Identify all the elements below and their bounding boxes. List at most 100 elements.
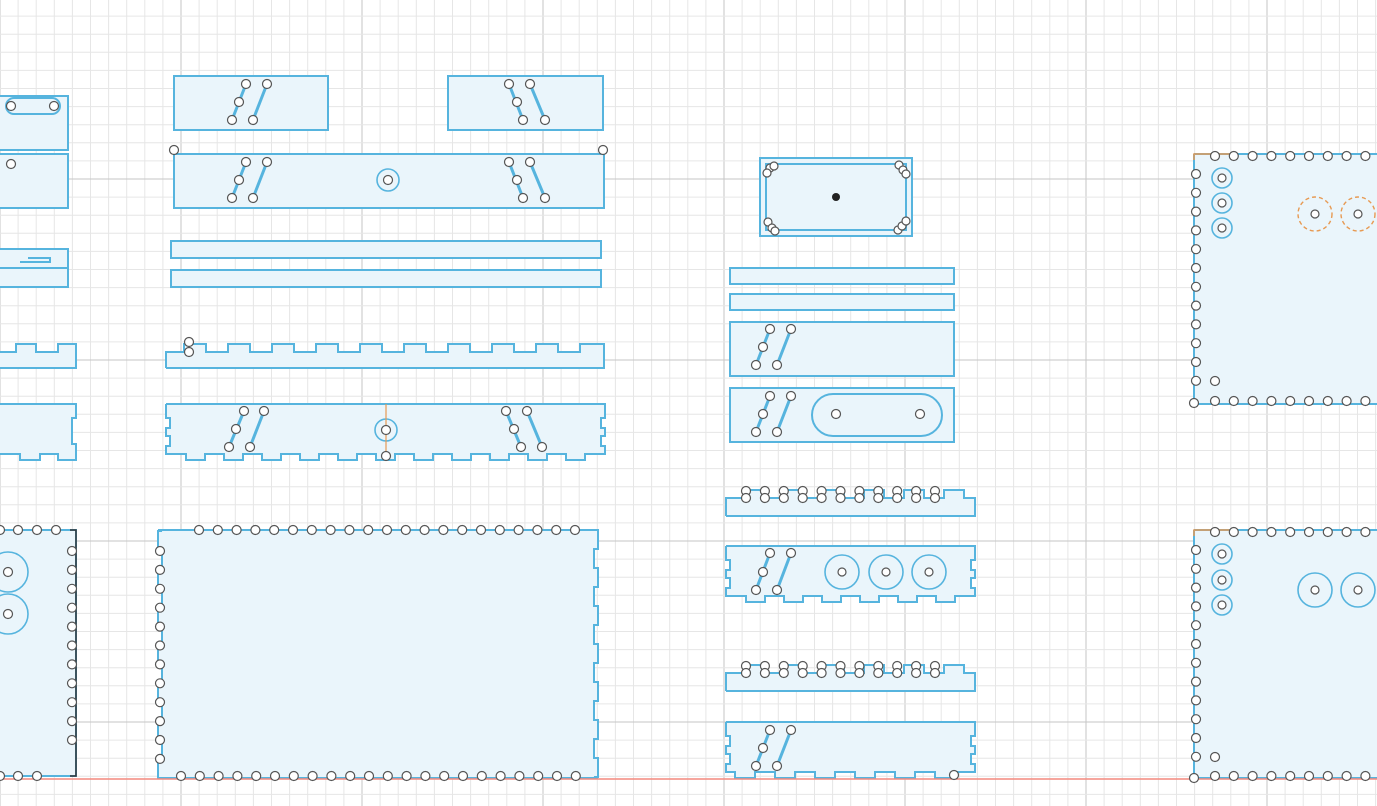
- slot-line-icon: [248, 409, 266, 449]
- circle-point-icon: [873, 492, 884, 504]
- circle-point-icon: [1217, 173, 1227, 183]
- circle-point-icon: [66, 678, 78, 689]
- circle-point-icon: [1188, 772, 1200, 784]
- circle-point-icon: [1190, 582, 1202, 593]
- circle-point-icon: [66, 715, 78, 727]
- circle-point-icon: [881, 567, 891, 577]
- slot-line-icon: [775, 394, 793, 434]
- circle-point-icon: [1190, 638, 1202, 650]
- circle-point-icon: [175, 770, 187, 782]
- part-top-small-left[interactable]: [173, 75, 329, 131]
- part-far-right-upper[interactable]: [1193, 153, 1377, 405]
- circle-point-icon: [154, 697, 166, 708]
- part-thin-strip-1[interactable]: [170, 240, 602, 259]
- circle-point-icon: [1190, 338, 1202, 349]
- circle-point-icon: [226, 192, 238, 204]
- circle-point-icon: [830, 408, 842, 420]
- circle-point-icon: [1190, 319, 1202, 330]
- circle-point-icon: [901, 216, 911, 226]
- circle-point-icon: [759, 667, 771, 679]
- slot-line-icon: [525, 409, 544, 449]
- circle-point-icon: [154, 545, 166, 557]
- circle-point-icon: [230, 423, 242, 435]
- circle-point-icon: [1190, 714, 1202, 725]
- circle-point-icon: [1190, 281, 1202, 292]
- circle-point-icon: [764, 547, 776, 559]
- circle-point-icon: [1266, 150, 1277, 162]
- center-point-icon: [832, 193, 840, 201]
- circle-point-icon: [168, 144, 180, 156]
- part-left-tabbed-strip[interactable]: [0, 343, 77, 369]
- circle-point-icon: [1217, 600, 1227, 610]
- circle-point-icon: [771, 760, 783, 772]
- circle-point-icon: [258, 405, 270, 417]
- circle-point-icon: [1341, 770, 1352, 782]
- circle-point-icon: [1209, 526, 1221, 538]
- circle-point-icon: [1341, 526, 1352, 538]
- part-left-large-panel[interactable]: [0, 529, 77, 777]
- circle-point-icon: [476, 770, 487, 782]
- circle-point-icon: [1190, 732, 1202, 744]
- circle-point-icon: [785, 547, 797, 559]
- circle-point-icon: [66, 697, 78, 708]
- circle-point-icon: [154, 753, 166, 765]
- circle-point-icon: [536, 441, 548, 453]
- circle-point-icon: [66, 640, 78, 651]
- circle-point-icon: [154, 602, 166, 613]
- circle-point-icon: [1190, 187, 1202, 198]
- circle-point-icon: [1247, 150, 1258, 162]
- circle-point-icon: [764, 323, 776, 335]
- circle-point-icon: [31, 524, 43, 536]
- circle-point-icon: [785, 390, 797, 402]
- part-left-tabbed-panel[interactable]: [0, 403, 77, 461]
- circle-point-icon: [1190, 206, 1202, 217]
- circle-point-icon: [771, 359, 783, 371]
- circle-point-icon: [762, 168, 772, 178]
- circle-point-icon: [1190, 695, 1202, 706]
- circle-point-icon: [382, 174, 394, 186]
- circle-point-icon: [240, 78, 252, 90]
- part-right-strip-1[interactable]: [729, 267, 955, 285]
- circle-point-icon: [740, 492, 752, 504]
- slot-line-icon: [775, 327, 793, 367]
- part-large-base-panel[interactable]: [157, 529, 599, 779]
- circle-point-icon: [213, 770, 224, 782]
- circle-point-icon: [66, 602, 78, 613]
- circle-point-icon: [1190, 225, 1202, 236]
- part-cover-with-center-point[interactable]: [759, 157, 913, 237]
- circle-point-icon: [1353, 585, 1363, 595]
- part-right-strip-2[interactable]: [729, 293, 955, 311]
- circle-point-icon: [193, 524, 205, 536]
- slot-line-icon: [528, 160, 547, 200]
- circle-point-icon: [837, 567, 847, 577]
- part-thin-strip-2[interactable]: [170, 269, 602, 288]
- circle-point-icon: [154, 583, 166, 594]
- circle-point-icon: [154, 715, 166, 727]
- circle-point-icon: [764, 724, 776, 736]
- circle-point-icon: [1360, 150, 1371, 162]
- slot-line-icon: [251, 82, 269, 122]
- circle-point-icon: [511, 174, 523, 186]
- slot-line-icon: [775, 728, 793, 768]
- circle-point-icon: [12, 770, 24, 782]
- circle-point-icon: [66, 583, 78, 594]
- circle-point-icon: [0, 770, 6, 782]
- circle-point-icon: [194, 770, 205, 782]
- circle-point-icon: [750, 760, 762, 772]
- circle-point-icon: [261, 78, 273, 90]
- circle-point-icon: [1190, 544, 1202, 556]
- part-tabbed-strip-mid[interactable]: [165, 343, 605, 369]
- circle-point-icon: [250, 524, 261, 536]
- circle-point-icon: [1209, 770, 1221, 782]
- circle-point-icon: [1285, 150, 1296, 162]
- circle-point-icon: [5, 100, 17, 112]
- circle-point-icon: [797, 492, 808, 504]
- circle-point-icon: [154, 621, 166, 632]
- circle-point-icon: [1209, 395, 1221, 407]
- circle-point-icon: [247, 192, 259, 204]
- part-left-strip-with-notch[interactable]: [0, 248, 69, 288]
- circle-point-icon: [154, 659, 166, 670]
- part-far-right-lower[interactable]: [1193, 529, 1377, 779]
- circle-point-icon: [1341, 150, 1352, 162]
